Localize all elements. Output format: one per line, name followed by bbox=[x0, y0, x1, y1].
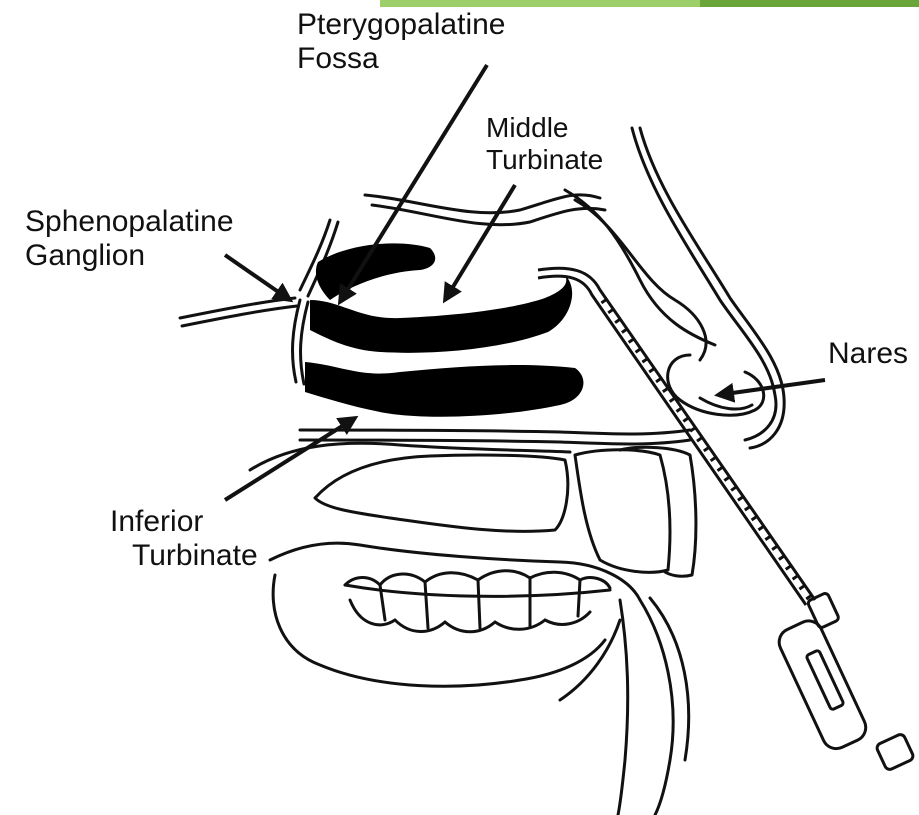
ganglion-branch-left-2 bbox=[182, 306, 297, 326]
label-inferior-turbinate-line1: Inferior bbox=[110, 505, 258, 539]
throat-line-2 bbox=[640, 600, 673, 815]
label-pterygopalatine-fossa-line1: Pterygopalatine bbox=[297, 8, 505, 42]
maxilla-front-box-2 bbox=[620, 447, 696, 576]
label-inferior-turbinate: Inferior Turbinate bbox=[110, 505, 258, 573]
chin bbox=[560, 620, 620, 700]
syringe-window bbox=[806, 650, 844, 710]
ganglion-branch-lower bbox=[293, 300, 300, 382]
label-sphenopalatine-ganglion-line2: Ganglion bbox=[25, 239, 234, 273]
label-pterygopalatine-fossa-line2: Fossa bbox=[297, 42, 505, 76]
superior-turbinate-shape bbox=[316, 243, 435, 300]
syringe-barrel bbox=[775, 616, 871, 753]
lower-teeth bbox=[350, 600, 590, 632]
arrow-sphenopalatine-ganglion bbox=[225, 255, 290, 300]
lower-jaw bbox=[273, 575, 605, 686]
arrow-inferior-turbinate bbox=[225, 418, 355, 500]
nasal-roof-inner bbox=[372, 205, 605, 225]
throat-line-1 bbox=[618, 600, 628, 815]
arrow-middle-turbinate bbox=[445, 185, 515, 300]
label-middle-turbinate-line1: Middle bbox=[486, 112, 603, 144]
label-middle-turbinate: Middle Turbinate bbox=[486, 112, 603, 176]
maxilla-box bbox=[315, 455, 568, 531]
maxilla-front-box bbox=[575, 450, 670, 573]
tooth-dividers bbox=[380, 578, 580, 628]
label-nares: Nares bbox=[828, 337, 908, 371]
nasal-floor bbox=[300, 430, 690, 434]
label-middle-turbinate-line2: Turbinate bbox=[486, 144, 603, 176]
nostril-opening bbox=[700, 398, 752, 409]
syringe-hub bbox=[807, 592, 840, 628]
label-pterygopalatine-fossa: Pterygopalatine Fossa bbox=[297, 8, 505, 76]
label-sphenopalatine-ganglion: Sphenopalatine Ganglion bbox=[25, 205, 234, 273]
syringe-tip bbox=[875, 733, 914, 771]
inferior-turbinate-shape bbox=[305, 362, 583, 417]
label-sphenopalatine-ganglion-line1: Sphenopalatine bbox=[25, 205, 234, 239]
label-inferior-turbinate-line2: Turbinate bbox=[110, 539, 258, 573]
